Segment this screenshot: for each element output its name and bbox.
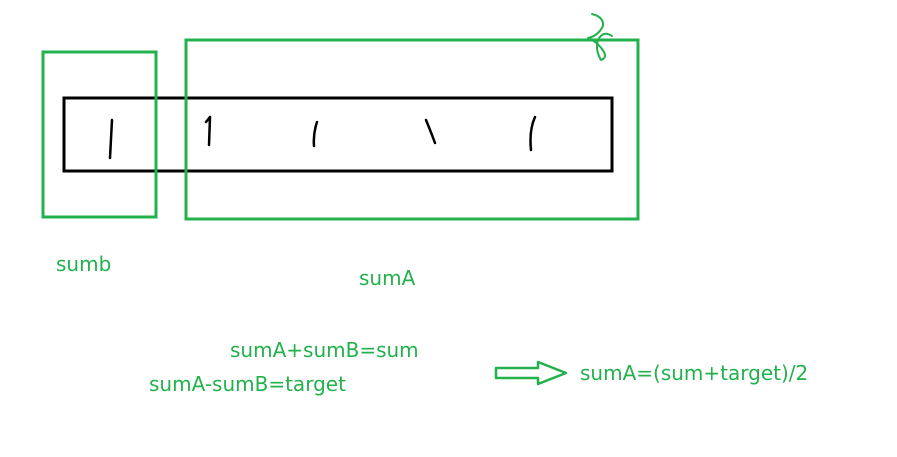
sumb-region-box xyxy=(41,50,158,219)
mark-1 xyxy=(108,118,114,160)
scribble-mark xyxy=(587,13,613,61)
mark-4 xyxy=(424,118,437,145)
sumA-label: sumA xyxy=(359,266,416,290)
mark-2 xyxy=(204,115,212,147)
mark-5 xyxy=(529,115,537,152)
result-equation: sumA=(sum+target)/2 xyxy=(580,361,809,385)
arrow-icon xyxy=(494,360,568,386)
mark-3 xyxy=(312,120,319,148)
sumA-region-box xyxy=(184,38,640,221)
array-box xyxy=(62,96,614,173)
equation-difference: sumA-sumB=target xyxy=(149,372,346,396)
equation-sum: sumA+sumB=sum xyxy=(230,338,419,362)
sumb-label: sumb xyxy=(56,252,112,276)
